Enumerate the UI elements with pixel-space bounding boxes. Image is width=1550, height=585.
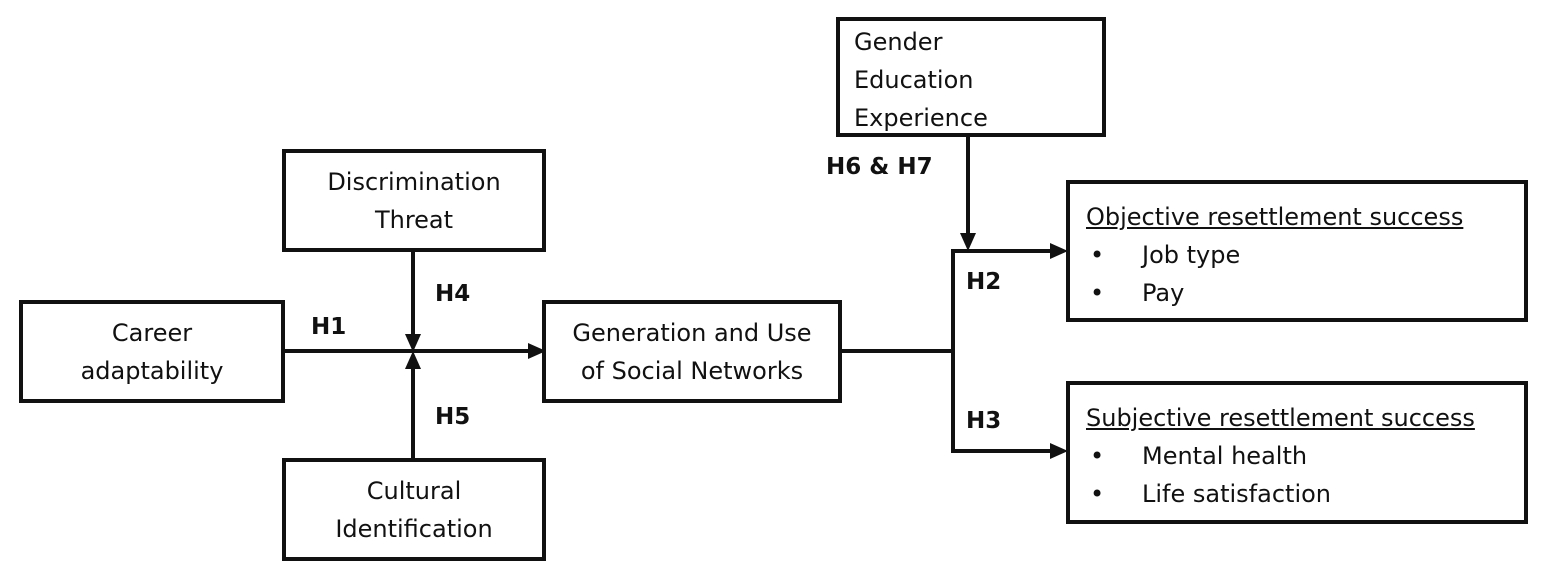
arrowhead-subjective [1050, 443, 1068, 459]
social-networks-box: Generation and Use of Social Networks [542, 300, 842, 403]
subjective-success-list: • Mental health • Life satisfaction [1086, 437, 1524, 513]
arrowhead-networks [528, 343, 546, 359]
hypothesis-label-h2: H2 [966, 269, 1002, 295]
moderators-box: Gender Education Experience [836, 17, 1106, 137]
cultural-line-1: Cultural [366, 476, 462, 505]
career-line-1: Career [111, 318, 193, 347]
subjective-success-title: Subjective resettlement success [1086, 404, 1475, 432]
list-item: • Life satisfaction [1086, 475, 1524, 513]
bullet-icon: • [1090, 442, 1105, 470]
moderator-education: Education [854, 66, 974, 94]
objective-item-pay: Pay [1142, 279, 1185, 307]
hypothesis-label-h4: H4 [435, 281, 471, 307]
networks-line-1: Generation and Use [572, 318, 812, 347]
hypothesis-label-h3: H3 [966, 408, 1002, 434]
moderator-experience: Experience [854, 104, 988, 132]
bullet-icon: • [1090, 241, 1105, 269]
objective-item-job-type: Job type [1142, 241, 1241, 269]
career-line-2: adaptability [80, 356, 224, 385]
discrimination-line-1: Discrimination [327, 167, 501, 196]
networks-line-2: of Social Networks [580, 356, 804, 385]
arrowhead-discrimination [405, 334, 421, 352]
list-item: • Job type [1086, 236, 1524, 274]
subjective-item-life-satisfaction: Life satisfaction [1142, 480, 1331, 508]
arrowhead-moderators [960, 233, 976, 251]
subjective-item-mental-health: Mental health [1142, 442, 1308, 470]
arrowhead-objective [1050, 243, 1068, 259]
moderator-gender: Gender [854, 28, 943, 56]
bullet-icon: • [1090, 279, 1105, 307]
objective-success-title: Objective resettlement success [1086, 203, 1464, 231]
discrimination-line-2: Threat [374, 205, 454, 234]
arrowhead-cultural [405, 351, 421, 369]
career-adaptability-box: Career adaptability [19, 300, 285, 403]
objective-success-list: • Job type • Pay [1086, 236, 1524, 312]
cultural-line-2: Identification [335, 514, 493, 543]
discrimination-threat-box: Discrimination Threat [282, 149, 546, 252]
cultural-identification-box: Cultural Identification [282, 458, 546, 561]
list-item: • Mental health [1086, 437, 1524, 475]
subjective-success-box: Subjective resettlement success • Mental… [1066, 381, 1528, 524]
hypothesis-label-h5: H5 [435, 404, 471, 430]
hypothesis-label-h6-h7: H6 & H7 [826, 154, 933, 180]
hypothesis-label-h1: H1 [311, 314, 347, 340]
objective-success-box: Objective resettlement success • Job typ… [1066, 180, 1528, 322]
bullet-icon: • [1090, 480, 1105, 508]
list-item: • Pay [1086, 274, 1524, 312]
